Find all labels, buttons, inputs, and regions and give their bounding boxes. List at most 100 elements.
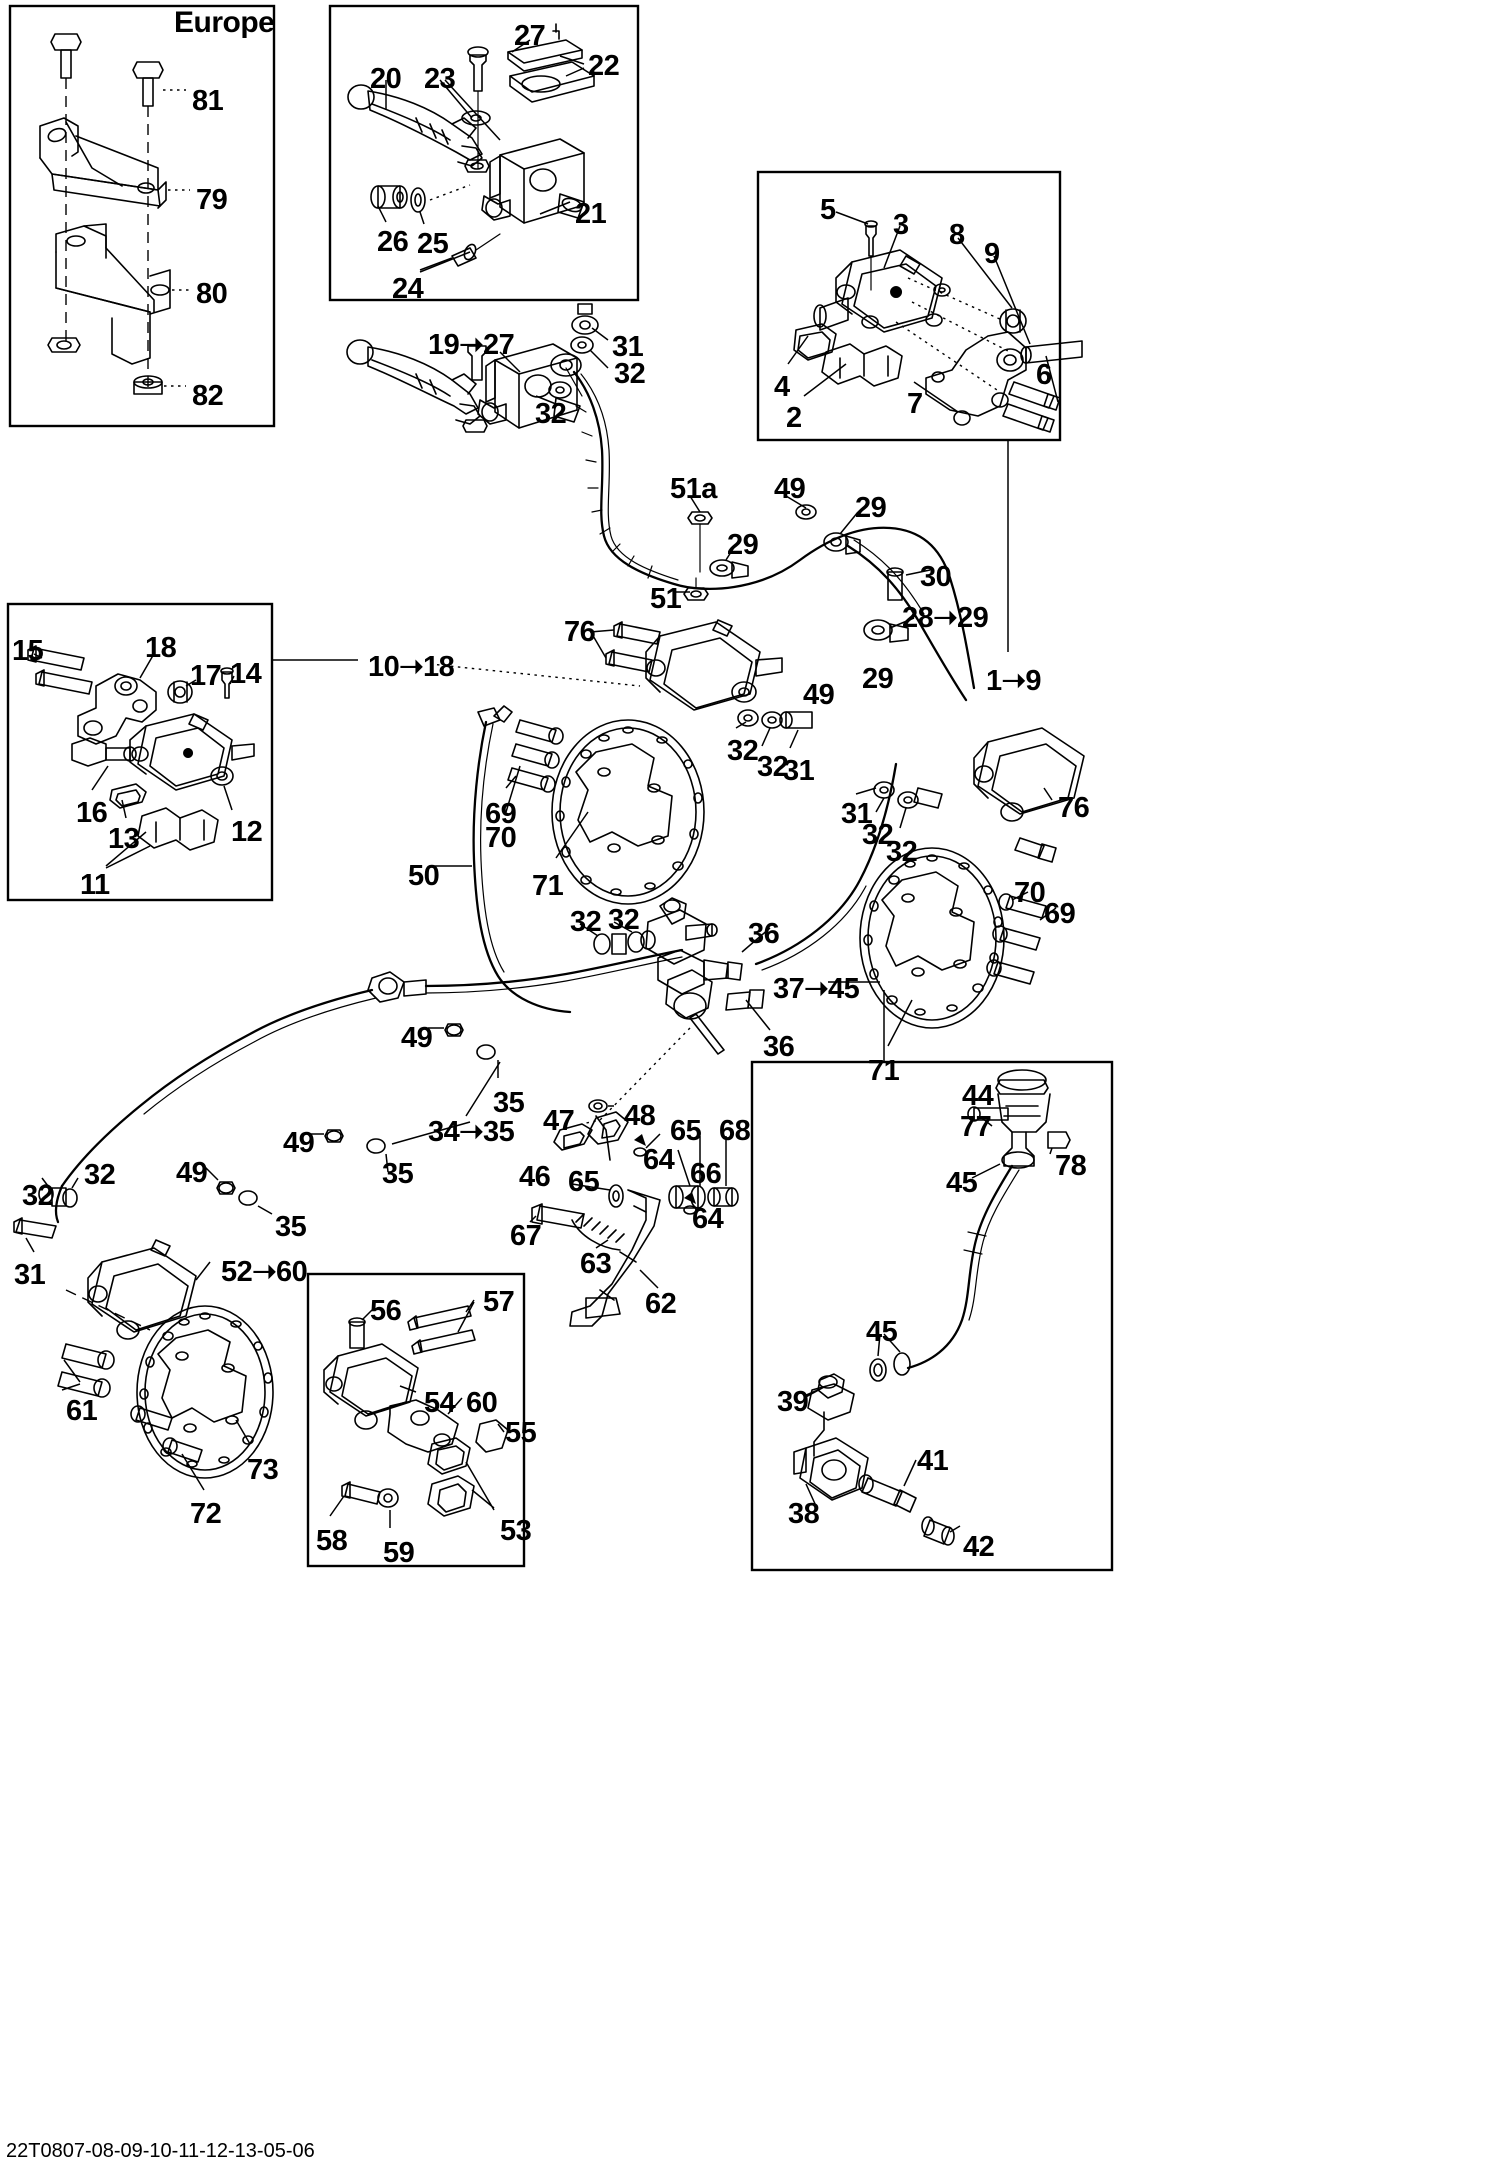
- callout-number: 35: [493, 1087, 525, 1119]
- callout-number: 56: [370, 1295, 402, 1327]
- callout-number: 65: [670, 1115, 702, 1147]
- callout-number: 29: [855, 492, 887, 524]
- callout-number: 19➝27: [428, 329, 515, 361]
- brake-pedal-group: [529, 1099, 739, 1327]
- callout-number: 70: [485, 822, 517, 854]
- callout-number: 12: [231, 816, 263, 848]
- callout-number: 16: [76, 797, 108, 829]
- pedal-master-cylinder-assembly: [60, 705, 898, 1215]
- callout-number: 64: [643, 1144, 675, 1176]
- callout-number: 39: [777, 1386, 809, 1418]
- callout-number: 46: [519, 1161, 551, 1193]
- callout-number: 10➝18: [368, 651, 455, 683]
- callout-number: 72: [190, 1498, 222, 1530]
- callout-number: 79: [196, 184, 228, 216]
- callout-number: 24: [392, 273, 424, 305]
- callout-number: 32: [757, 751, 789, 783]
- callout-number: 53: [500, 1515, 532, 1547]
- rear-caliper-panel-art: [27, 645, 641, 869]
- callout-number: 55: [505, 1417, 537, 1449]
- callout-number: 81: [192, 85, 224, 117]
- callout-number: 36: [748, 918, 780, 950]
- callout-number: 49: [774, 473, 806, 505]
- callout-number: 47: [543, 1105, 575, 1137]
- callout-number: 32: [862, 819, 894, 851]
- callout-number: 31: [612, 331, 644, 363]
- callout-number: 41: [917, 1445, 949, 1477]
- callout-number: 11: [80, 869, 110, 901]
- callout-number: 28➝29: [902, 602, 989, 634]
- parking-brake-caliper-and-disc: [13, 1177, 274, 1491]
- callout-number: 22: [588, 50, 620, 82]
- callout-number: 32: [614, 358, 646, 390]
- callout-number: 71: [868, 1055, 900, 1087]
- callout-number: 31: [841, 798, 873, 830]
- callout-number: 18: [145, 632, 177, 664]
- callout-number: 77: [960, 1111, 992, 1143]
- callout-number: 38: [788, 1498, 820, 1530]
- callout-number: 70: [1014, 877, 1046, 909]
- lever-master-cylinder-art: [347, 23, 595, 273]
- callout-number: 31: [14, 1259, 46, 1291]
- callout-number: 2: [786, 402, 802, 434]
- callout-number: 48: [624, 1100, 656, 1132]
- callout-number: 59: [383, 1537, 415, 1569]
- callout-number: 54: [424, 1387, 456, 1419]
- callout-number: 35: [275, 1211, 307, 1243]
- front-master-cylinder-assembly: [346, 303, 976, 702]
- callout-number: 8: [949, 219, 965, 251]
- callout-number: 82: [192, 380, 224, 412]
- callout-number: 58: [316, 1525, 348, 1557]
- callout-number: 32: [84, 1159, 116, 1191]
- europe-bracket-art: [39, 33, 190, 395]
- callout-number: 6: [1036, 359, 1052, 391]
- callout-number: 1➝9: [986, 665, 1042, 697]
- reservoir-panel-art: [793, 1069, 1071, 1546]
- callout-number: 32: [22, 1180, 54, 1212]
- park-caliper-panel-art: [323, 1299, 509, 1528]
- callout-number: 44: [962, 1080, 994, 1112]
- callout-number: 13: [108, 823, 140, 855]
- callout-number: 49: [283, 1127, 315, 1159]
- callout-number: 9: [984, 238, 1000, 270]
- callout-number: 23: [424, 63, 456, 95]
- callout-number: 66: [690, 1158, 722, 1190]
- callout-number: 69: [485, 798, 517, 830]
- callout-number: 73: [247, 1454, 279, 1486]
- front-caliper-art: [787, 211, 1083, 433]
- callout-number: 42: [963, 1531, 995, 1563]
- callout-number: 52➝60: [221, 1256, 308, 1288]
- callout-number: 30: [920, 561, 952, 593]
- callout-number: 29: [862, 663, 894, 695]
- callout-number: 25: [417, 228, 449, 260]
- callout-number: 32: [535, 398, 567, 430]
- callout-number: 31: [783, 755, 815, 787]
- center-caliper-and-disc: [505, 440, 1085, 1047]
- callout-number: 68: [719, 1115, 751, 1147]
- callout-number: 36: [763, 1031, 795, 1063]
- callout-number: 3: [893, 209, 909, 241]
- callout-number: 49: [803, 679, 835, 711]
- callout-number: 63: [580, 1248, 612, 1280]
- callout-number: 71: [532, 870, 564, 902]
- callout-number: 7: [907, 388, 923, 420]
- callout-number: 34➝35: [428, 1116, 515, 1148]
- callout-number: 50: [408, 860, 440, 892]
- callout-number: 35: [382, 1158, 414, 1190]
- callout-number: 17: [190, 660, 222, 692]
- callout-number: 80: [196, 278, 228, 310]
- callout-number: 67: [510, 1220, 542, 1252]
- callout-number: 69: [1044, 898, 1076, 930]
- callout-number: 4: [774, 371, 790, 403]
- callout-number: 29: [727, 529, 759, 561]
- callout-number: 21: [575, 198, 607, 230]
- drawing-code: 22T0807-08-09-10-11-12-13-05-06: [6, 2140, 315, 2162]
- callout-number: 57: [483, 1286, 515, 1318]
- callout-number: 32: [608, 904, 640, 936]
- callout-number: 20: [370, 63, 402, 95]
- callout-number: 64: [692, 1203, 724, 1235]
- callout-number: 26: [377, 226, 409, 258]
- callout-number: 32: [570, 906, 602, 938]
